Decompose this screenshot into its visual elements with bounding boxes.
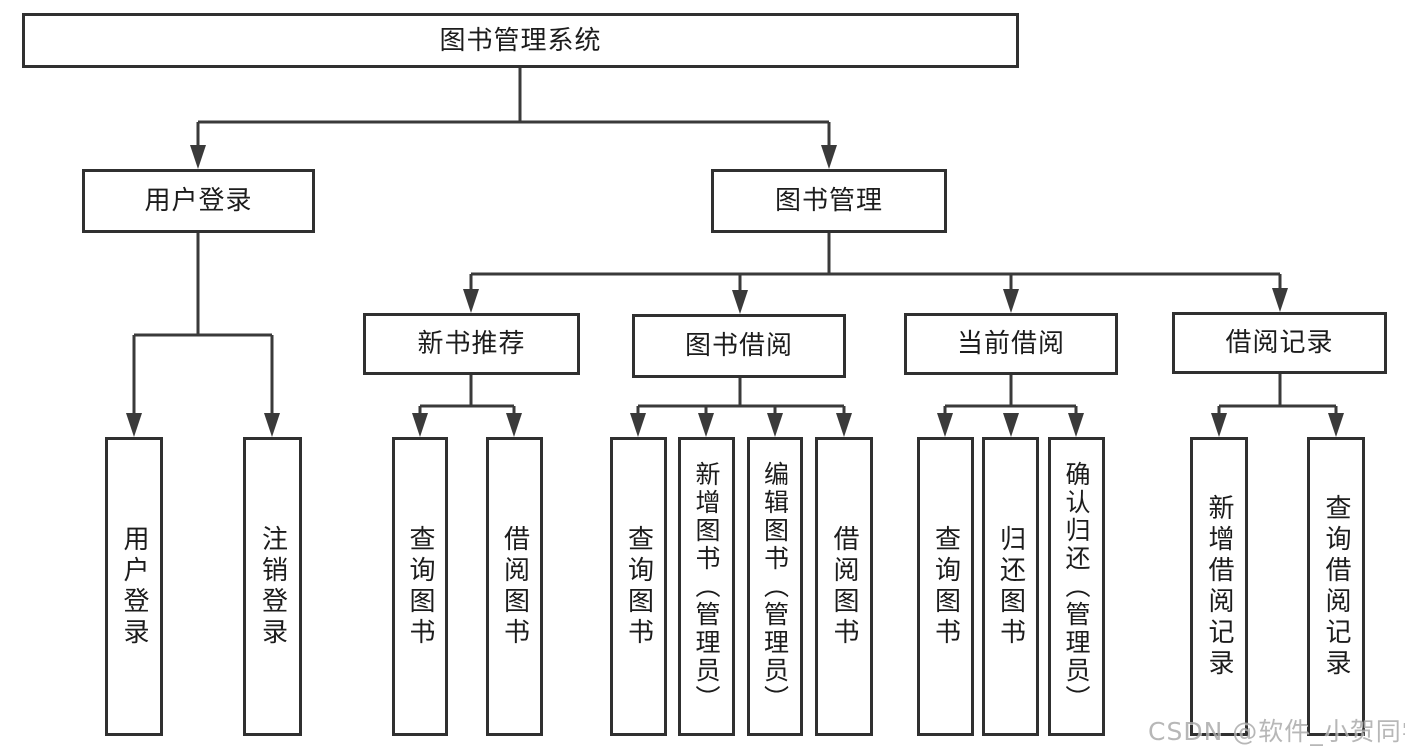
node-book-borrow: 图书借阅 (632, 314, 846, 378)
node-root-system: 图书管理系统 (22, 13, 1019, 68)
leaf-logout-label: 注销登录 (257, 524, 288, 649)
node-book-management-label: 图书管理 (774, 186, 883, 216)
leaf-query-borrow-record-label: 查询借阅记录 (1321, 493, 1351, 680)
leaf-query-books-recommend: 查询图书 (392, 437, 448, 736)
leaf-query-books-borrow: 查询图书 (610, 437, 667, 736)
connector-borrow-branch (636, 378, 846, 414)
leaf-logout: 注销登录 (243, 437, 302, 736)
node-new-book-recommend-label: 新书推荐 (417, 329, 526, 359)
connector-bookmgmt-branch (469, 232, 1282, 290)
leaf-confirm-return-admin-label: 确认归还（管理员） (1062, 460, 1091, 713)
node-book-borrow-label: 图书借阅 (684, 331, 793, 361)
leaf-query-books-borrow-label: 查询图书 (623, 524, 654, 649)
leaf-edit-books-admin: 编辑图书（管理员） (747, 437, 803, 736)
node-book-management: 图书管理 (711, 169, 947, 233)
csdn-watermark: CSDN @软件_小贺同学 (1148, 717, 1405, 746)
node-borrow-records: 借阅记录 (1172, 312, 1387, 374)
connector-root-to-level2 (196, 68, 831, 146)
leaf-confirm-return-admin: 确认归还（管理员） (1048, 437, 1105, 736)
connector-current-branch (943, 375, 1078, 414)
leaf-add-books-admin-label: 新增图书（管理员） (692, 460, 721, 713)
leaf-add-borrow-record: 新增借阅记录 (1190, 437, 1248, 736)
leaf-query-books-current: 查询图书 (917, 437, 974, 736)
leaf-add-borrow-record-label: 新增借阅记录 (1204, 493, 1234, 680)
leaf-query-books-recommend-label: 查询图书 (405, 524, 435, 649)
leaf-add-books-admin: 新增图书（管理员） (678, 437, 735, 736)
leaf-edit-books-admin-label: 编辑图书（管理员） (760, 460, 790, 713)
leaf-borrow-books-label: 借阅图书 (829, 524, 859, 649)
leaf-user-login: 用户登录 (105, 437, 163, 736)
leaf-return-books: 归还图书 (982, 437, 1039, 736)
leaf-query-books-current-label: 查询图书 (930, 524, 961, 649)
leaf-borrow-books: 借阅图书 (815, 437, 873, 736)
node-new-book-recommend: 新书推荐 (363, 313, 580, 375)
node-borrow-records-label: 借阅记录 (1225, 328, 1334, 358)
leaf-return-books-label: 归还图书 (995, 524, 1026, 649)
connector-userlogin-branch (132, 232, 274, 414)
node-root-label: 图书管理系统 (439, 25, 602, 56)
leaf-query-borrow-record: 查询借阅记录 (1307, 437, 1365, 736)
connector-records-branch (1217, 374, 1338, 414)
leaf-user-login-label: 用户登录 (119, 524, 149, 649)
node-current-borrow-label: 当前借阅 (956, 329, 1065, 359)
leaf-borrow-books-recommend: 借阅图书 (486, 437, 543, 736)
arrowheads (126, 145, 1344, 437)
node-current-borrow: 当前借阅 (904, 313, 1118, 375)
leaf-borrow-books-recommend-label: 借阅图书 (499, 524, 530, 649)
node-user-login-label: 用户登录 (144, 186, 253, 216)
connector-newbook-branch (418, 375, 516, 414)
node-user-login: 用户登录 (82, 169, 315, 233)
